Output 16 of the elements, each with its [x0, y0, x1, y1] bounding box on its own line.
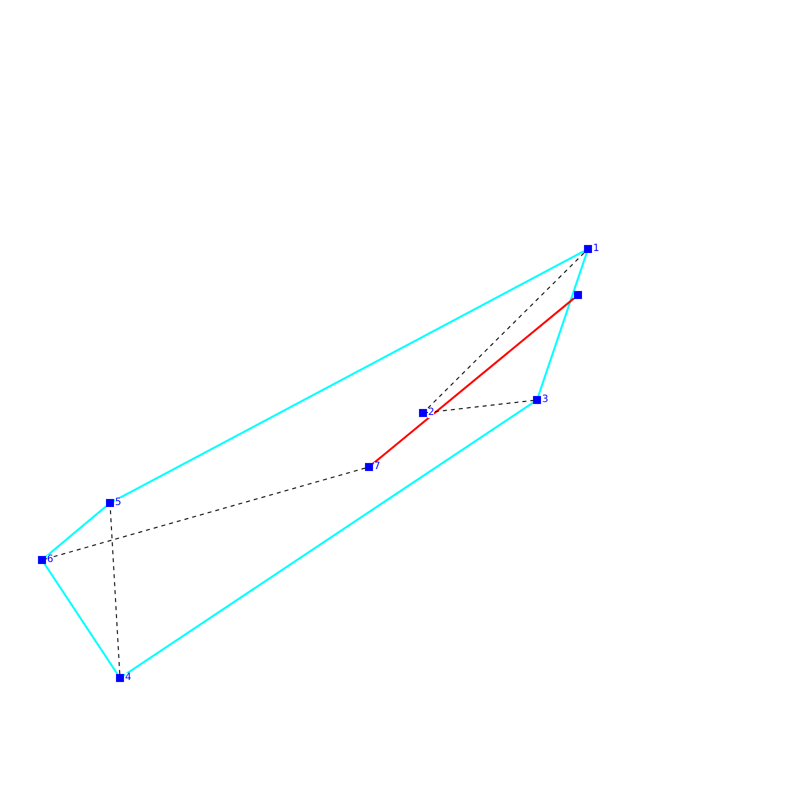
dashed-line	[426, 400, 534, 414]
point-label: 2	[428, 408, 434, 418]
point-label: 1	[593, 244, 600, 254]
dashed-line	[46, 468, 366, 560]
line-segment	[537, 252, 588, 396]
line-segment	[44, 563, 118, 675]
line-segment	[123, 402, 534, 676]
point-label: 3	[542, 395, 548, 405]
point-label: 6	[47, 555, 54, 565]
line-segment	[45, 506, 107, 558]
point-label: 5	[115, 498, 122, 508]
line-segment	[114, 250, 584, 502]
point-label: 4	[125, 673, 132, 683]
line-segment	[372, 298, 575, 464]
point-label: 7	[374, 462, 380, 472]
dashed-line	[426, 252, 584, 410]
